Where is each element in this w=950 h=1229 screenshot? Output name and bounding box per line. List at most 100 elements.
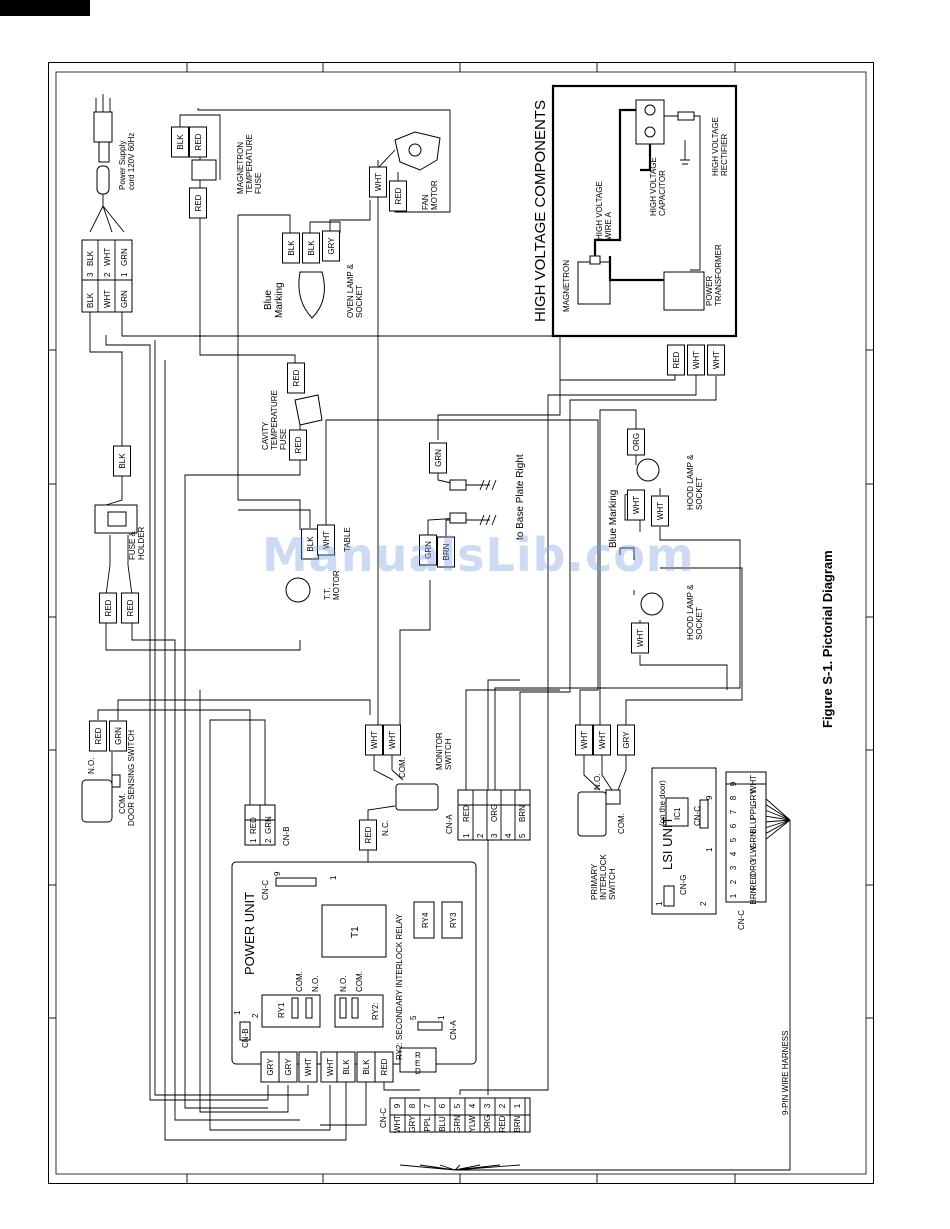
wire-tag-tt_wht: WHT (317, 524, 335, 556)
wire-tag-text-cav_red2: RED (294, 436, 303, 453)
wire-tag-mag_blk: BLK (171, 126, 189, 158)
power-supply-cord: Power Supply cord 120V 60Hz (89, 94, 136, 233)
wire-tag-mag_red: RED (189, 126, 207, 158)
ic1-box (665, 797, 689, 827)
wire-tag-text-mag_red2: RED (194, 194, 203, 211)
wire-tag-text-mon_wht1: WHT (370, 731, 379, 749)
lsi-pin: 6 (729, 823, 738, 828)
tb-left-3: GRN (120, 290, 129, 308)
ry4-box (413, 901, 435, 939)
wire-tag-text-hv_wht1: WHT (692, 351, 701, 369)
tb-right-2: WHT (103, 248, 112, 266)
hv-wire-label-1: HIGH VOLTAGE (595, 181, 604, 240)
cnc-bottom-pin: 8 (408, 1103, 417, 1108)
wire-tag-text-mag_blk: BLK (176, 134, 185, 150)
wire-tag-fuse_red1: RED (99, 592, 117, 624)
watermark: ManualsLib.com (262, 528, 695, 582)
ry2-label: RY2: (371, 1002, 380, 1020)
pu-cna-pin5: 5 (409, 1015, 418, 1020)
wire-tag-text-oven_gry: GRY (327, 237, 336, 255)
wire-tag-text-cav_red1: RED (292, 369, 301, 386)
cna-pin-3: 3 (490, 833, 499, 838)
door-com-label: COM. (118, 793, 127, 814)
cna-name: CN-A (445, 814, 454, 834)
wire-tag-base_grn2: GRN (419, 534, 437, 566)
tb-right-1: BLK (86, 250, 95, 266)
fuse-holder-label-1: FUSE & (128, 530, 137, 560)
hood-lamp-2-label-1: HOOD LAMP & (686, 584, 695, 640)
lsi-color: BRN (749, 887, 758, 904)
lsi-pin: 1 (729, 893, 738, 898)
cna-pin-5: 5 (518, 833, 527, 838)
relay-wire-tag: GRY (260, 1051, 280, 1083)
pu-cnc-pin1: 1 (329, 875, 338, 880)
lsi-pin: 3 (729, 865, 738, 870)
cnc-bottom-color: BRN (513, 1115, 522, 1132)
cna-pin-2: 2 (476, 833, 485, 838)
primary-no-label: N.O. (593, 774, 602, 790)
door-switch-label: DOOR SENSING SWITCH (127, 730, 136, 826)
cnc-bottom-color: PPL (423, 1116, 432, 1132)
relay-wire-tag: BLK (336, 1051, 356, 1083)
wire-tag-pri_gry: GRY (617, 724, 635, 756)
lsi-pin1: 1 (705, 847, 714, 852)
terminal-block (81, 239, 133, 313)
power-supply-label-2: cord 120V 60Hz (127, 133, 136, 190)
cnc-bottom-pin: 3 (483, 1103, 492, 1108)
wire-tag-cav_red2: RED (289, 429, 307, 461)
cavity-fuse-label-3: FUSE (279, 429, 288, 450)
oven-lamp-label-1: OVEN LAMP & (346, 263, 355, 318)
cn-b-block (244, 804, 276, 846)
turntable-label: TABLE (343, 527, 352, 552)
cnb-name: CN-B (282, 826, 291, 846)
wire-tag-hood_wht3: WHT (631, 622, 649, 654)
primary-name-3: SWITCH (608, 868, 617, 900)
pu-red-d: D (415, 1067, 421, 1076)
hv-title: HIGH VOLTAGE COMPONENTS (532, 100, 549, 322)
wire-tag-text-door_red: RED (94, 727, 103, 744)
wire-tag-door_grn: GRN (109, 720, 127, 752)
cnc-bottom-pin: 6 (438, 1103, 447, 1108)
ry2-desc-label: RY2: SECONDARY INTERLOCK RELAY (395, 913, 404, 1060)
lsi-color: ORG (749, 859, 758, 877)
wire-tag-text-mon_red: RED (364, 826, 373, 843)
monitor-name-1: MONITOR (435, 732, 444, 770)
transformer-label-1: POWER (705, 276, 714, 306)
ic1-label: IC1 (673, 807, 682, 820)
lsi-note: (on the door) (658, 780, 667, 826)
pu-red-r: R (415, 1051, 421, 1060)
wire-tag-text-fuse_red1: RED (104, 599, 113, 616)
header-tab (0, 0, 90, 16)
lsi-cnc-side-label: CN-C (737, 910, 746, 930)
cna-wire-1: RED (462, 805, 471, 822)
cnb-pin-1: 1 (249, 838, 258, 843)
high-voltage-components: HIGH VOLTAGE COMPONENTS MAGNETRON HIGH V… (532, 84, 738, 338)
frame-ticks (48, 62, 874, 1184)
text-labels: BLK WHT GRN 3 2 1 BLK WHT GRN MAGNETRON … (86, 134, 835, 1128)
lsi-pin: 7 (729, 809, 738, 814)
pu-red-e: E (415, 1059, 420, 1068)
lsi-color: BLU (749, 818, 758, 834)
tt-motor-label-1: T.T. (323, 588, 332, 600)
cnc-connector (275, 877, 317, 887)
lsi-cng-pin1: 1 (655, 901, 664, 906)
cnc-bottom-pin: 2 (498, 1103, 507, 1108)
cnb-wire-2: GRN (264, 816, 273, 834)
tb-left-1: BLK (86, 292, 95, 308)
hood-lamp-2-label-2: SOCKET (695, 607, 704, 640)
harness-label: 9-PIN WIRE HARNESS (781, 1031, 790, 1115)
relay-wire-text: GRY (266, 1058, 275, 1076)
cnc-bottom-pin: 5 (453, 1103, 462, 1108)
cnb-wire-1: RED (249, 817, 258, 834)
primary-name-2: INTERLOCK (599, 854, 608, 900)
tb-num-2: 2 (103, 272, 112, 277)
relay-wire-text: RED (380, 1058, 389, 1075)
hood-lamp-1-label-1: HOOD LAMP & (686, 454, 695, 510)
wire-tag-fuse_blk: BLK (113, 445, 131, 477)
wire-tag-text-hv_wht2: WHT (712, 351, 721, 369)
wire-tag-text-pri_wht1: WHT (580, 731, 589, 749)
lsi-color: GRN (749, 831, 758, 849)
monitor-com-label: COM. (398, 757, 407, 778)
wire-tag-text-mid_brn: BRN (442, 543, 451, 560)
lsi-pin: 9 (729, 781, 738, 786)
